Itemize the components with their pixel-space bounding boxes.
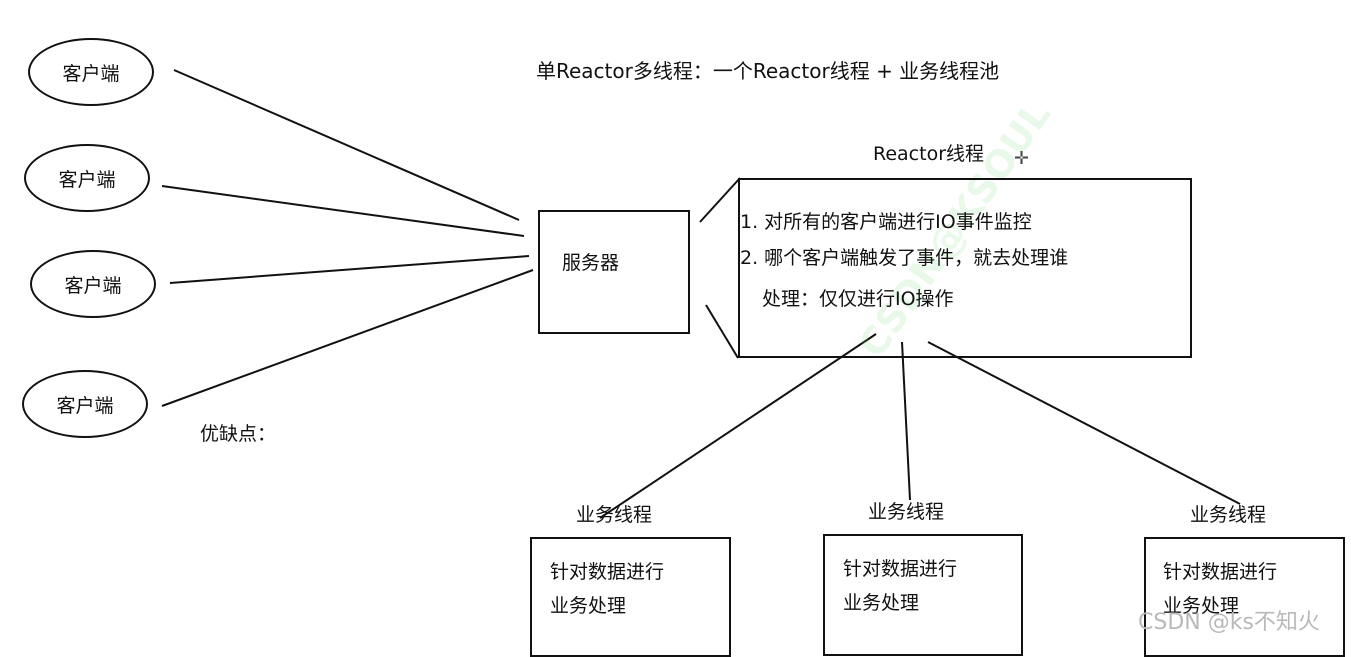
- client-node-1: 客户端: [28, 38, 154, 106]
- worker-text-1b: 业务处理: [550, 595, 627, 617]
- worker-text-1a: 针对数据进行: [550, 561, 665, 583]
- worker-label-1: 业务线程: [576, 504, 653, 526]
- worker-text-2a: 针对数据进行: [843, 558, 958, 580]
- line-server-reactor-top: [699, 177, 741, 223]
- client-node-2: 客户端: [24, 144, 150, 212]
- reactor-line-2: 2. 哪个客户端触发了事件，就去处理谁: [740, 247, 1069, 269]
- crosshair-icon: ✛: [1014, 148, 1030, 169]
- client-node-4: 客户端: [22, 370, 148, 438]
- csdn-watermark: CSDN @ks不知火: [1138, 610, 1320, 635]
- pros-cons-label: 优缺点：: [200, 423, 277, 445]
- reactor-node: [738, 178, 1192, 358]
- client-label: 客户端: [62, 62, 120, 85]
- reactor-label: Reactor线程: [873, 143, 985, 165]
- connector-lines: [161, 69, 1241, 519]
- worker-label-3: 业务线程: [1190, 504, 1267, 526]
- diagram-title: 单Reactor多线程：一个Reactor线程 + 业务线程池: [536, 59, 1000, 83]
- reactor-line-1: 1. 对所有的客户端进行IO事件监控: [740, 211, 1032, 233]
- line-client-1-server: [173, 69, 520, 221]
- server-label: 服务器: [562, 252, 620, 274]
- line-reactor-worker-3: [927, 341, 1241, 505]
- worker-text-2b: 业务处理: [843, 592, 920, 614]
- worker-text-3b: 业务处理: [1163, 595, 1240, 617]
- client-label: 客户端: [58, 168, 116, 191]
- line-client-4-server: [161, 269, 534, 407]
- line-reactor-worker-1: [599, 333, 877, 519]
- worker-text-3a: 针对数据进行: [1163, 561, 1278, 583]
- line-server-reactor-bottom: [705, 304, 739, 359]
- client-label: 客户端: [56, 394, 114, 417]
- server-node: [538, 210, 690, 334]
- line-client-2-server: [161, 185, 525, 237]
- line-client-3-server: [169, 255, 530, 284]
- line-reactor-worker-2: [901, 341, 911, 501]
- worker-label-2: 业务线程: [868, 501, 945, 523]
- client-label: 客户端: [64, 274, 122, 297]
- client-node-3: 客户端: [30, 250, 156, 318]
- reactor-line-3: 处理：仅仅进行IO操作: [762, 288, 954, 310]
